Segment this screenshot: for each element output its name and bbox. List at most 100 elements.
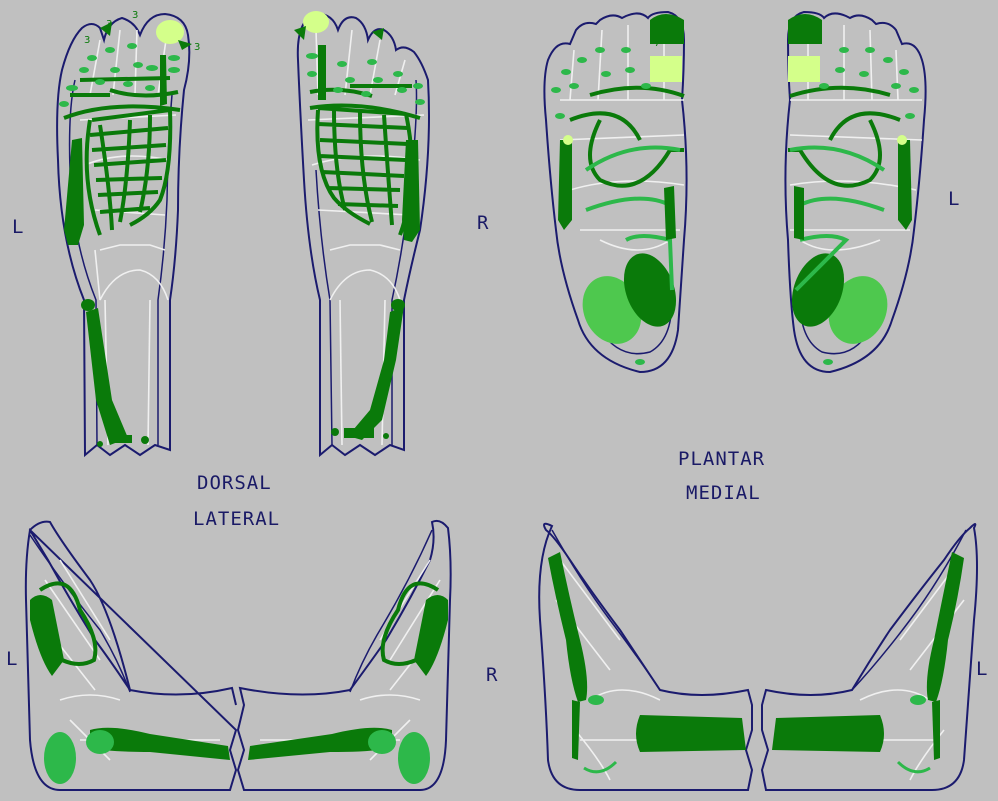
- view-label-dorsal: DORSAL: [197, 472, 272, 494]
- plantar-right-regions: [788, 14, 919, 365]
- toe-mark: 7: [654, 38, 660, 49]
- plantar-left-heel-outline: [599, 299, 673, 355]
- dorsal-right-regions: [309, 45, 421, 440]
- medial-left-long-strip-lower: [572, 700, 580, 760]
- plantar-right-big-toe-cap: [788, 14, 822, 44]
- plantar-right-lateral-strip: [898, 140, 912, 230]
- plantar-left-medial-strip: [664, 186, 676, 240]
- plantar-right-arch-loop: [788, 85, 901, 188]
- side-label-plantar-left: L: [948, 188, 961, 210]
- dorsal-right-lateral-strip: [402, 140, 420, 242]
- medial-left-ankle-spot: [588, 695, 604, 705]
- lateral-right-arch-bar: [248, 727, 392, 760]
- medial-left-sole: [551, 529, 661, 691]
- dorsal-left-ankle-dot: [81, 299, 95, 311]
- medial-left-arch-bar: [636, 715, 746, 752]
- medial-right-heel-arc: [896, 760, 931, 774]
- view-label-plantar: PLANTAR: [678, 448, 766, 470]
- plantar-left-big-toe-pale: [650, 56, 682, 82]
- dorsal-right-heel-mark-a: [344, 428, 374, 438]
- dorsal-left-midfoot-hatch: [84, 108, 173, 236]
- plantar-right-toe-spots: [819, 47, 919, 119]
- side-label-dorsal-left: L: [12, 216, 25, 238]
- medial-right-arch-bar: [772, 715, 884, 752]
- medial-right-regions: [772, 552, 964, 774]
- dorsal-right-foot-outline: [296, 12, 430, 458]
- medial-left-regions: [548, 552, 746, 774]
- dorsal-left-big-toe-pale: [156, 20, 184, 44]
- lateral-left-forefoot-strip: [30, 595, 64, 676]
- lateral-left-ankle-blob: [86, 730, 114, 754]
- toe-mark: 3: [106, 19, 112, 30]
- medial-right-foot-outline: [760, 523, 978, 791]
- plantar-left-heel-dark: [623, 253, 677, 327]
- plantar-left-heel-spot: [635, 359, 645, 365]
- lateral-left-sole: [29, 534, 131, 693]
- plantar-left-regions: [551, 14, 685, 365]
- plantar-right-heel-spot: [823, 359, 833, 365]
- side-label-lateral-left: L: [6, 648, 19, 670]
- medial-right-long-strip: [926, 552, 964, 702]
- dorsal-right-big-toe-pale: [303, 11, 329, 33]
- dorsal-right-heel-dot: [331, 428, 339, 436]
- view-label-medial: MEDIAL: [686, 482, 761, 504]
- dorsal-right-big-toe-strip: [318, 45, 326, 100]
- dorsal-right-leg-strip: [348, 306, 404, 440]
- lateral-left-heel: [44, 732, 76, 784]
- lateral-right-foot-outline: [236, 519, 452, 791]
- side-label-lateral-right: R: [486, 664, 499, 686]
- toe-mark: 3: [132, 10, 138, 21]
- lateral-right-sole: [349, 529, 433, 693]
- plantar-right-medial-strip: [794, 186, 804, 240]
- lateral-left-arch-bar: [90, 727, 230, 760]
- lateral-left-foot-outline: [24, 520, 238, 791]
- dorsal-left-toe-spots: [59, 43, 180, 107]
- toe-mark: 3: [194, 42, 200, 53]
- dorsal-right-toe-tip-b: [372, 28, 384, 40]
- medial-left-heel-arc: [583, 760, 618, 774]
- dorsal-right-inner-outline: [315, 79, 418, 446]
- medial-right-sole: [851, 529, 967, 691]
- plantar-left-arch-loop: [569, 85, 685, 188]
- dorsal-left-foot-outline: [56, 12, 191, 458]
- dorsal-left-leg-strip: [86, 308, 128, 445]
- toe-mark: 3: [84, 35, 90, 46]
- lateral-left-regions: [30, 581, 230, 784]
- plantar-right-big-toe-pale: [788, 56, 820, 82]
- bone-lines: [39, 20, 965, 781]
- lateral-left-forefoot-loop: [38, 581, 98, 666]
- plantar-right-heel-dark: [791, 253, 845, 327]
- plantar-left-toe-spots: [551, 47, 651, 119]
- dorsal-left-heel-dot2: [97, 441, 103, 447]
- dorsal-left-heel-dot: [141, 436, 149, 444]
- dorsal-left-regions: [63, 55, 181, 447]
- plantar-left-pale-dot: [563, 135, 573, 145]
- dorsal-left-toe-tip-a: [100, 22, 112, 36]
- dorsal-right-heel-dot2: [383, 433, 389, 439]
- plantar-right-pale-dot: [897, 135, 907, 145]
- plantar-right-mid-band: [789, 145, 886, 292]
- medial-right-ankle-spot: [910, 695, 926, 705]
- lateral-right-forefoot-strip: [414, 595, 448, 676]
- lateral-right-heel: [398, 732, 430, 784]
- plantar-left-big-toe-cap: [650, 14, 684, 44]
- medial-right-long-strip-lower: [932, 700, 940, 760]
- dorsal-right-midfoot-hatch: [315, 106, 414, 236]
- dorsal-right-toe-tip-a: [294, 26, 306, 40]
- plantar-left-lateral-strip: [558, 140, 572, 230]
- lateral-right-forefoot-loop: [380, 581, 440, 666]
- medial-left-long-strip: [548, 552, 588, 702]
- dorsal-left-lateral-strip: [64, 138, 84, 245]
- view-label-lateral: LATERAL: [193, 508, 281, 530]
- dorsal-right-toe-spots: [306, 53, 425, 105]
- lateral-right-ankle-blob: [368, 730, 396, 754]
- side-label-medial-left: L: [976, 658, 989, 680]
- dorsal-left-toe-tip-b: [178, 40, 192, 50]
- dorsal-left-big-toe-strip: [160, 55, 167, 106]
- dorsal-left-forefoot-band: [63, 76, 181, 120]
- plantar-left-foot-outline: [543, 10, 688, 374]
- dorsal-right-ankle-dot: [391, 299, 405, 311]
- plantar-left-mid-band: [584, 145, 681, 291]
